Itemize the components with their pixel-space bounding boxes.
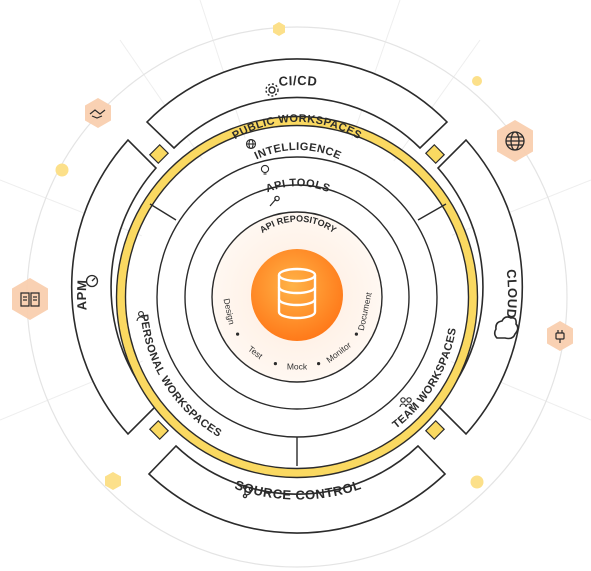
decorative-dots [55, 22, 484, 490]
lightbulb-icon [260, 164, 270, 175]
yellow-ring-inner-edge [124, 124, 470, 470]
api-tools-label: API TOOLS [264, 177, 332, 195]
book-badge[interactable] [12, 278, 48, 320]
wrench-icon [269, 195, 280, 207]
handshake-icon [89, 109, 106, 119]
tool-item-mock: Mock [287, 361, 308, 371]
apm-segment [70, 138, 158, 436]
database-icon [277, 267, 317, 320]
gauge-icon [85, 274, 99, 288]
outer-ring [70, 58, 524, 534]
intelligence-ring-inner-edge [184, 184, 410, 410]
globe-small-icon [245, 138, 257, 150]
people-icon [399, 397, 413, 408]
cicd-label: CI/CD [278, 73, 318, 89]
tool-separator-dot [317, 362, 321, 366]
cloud-icon [493, 316, 519, 340]
book-icon [20, 292, 40, 307]
ring-connectors [148, 143, 446, 441]
tool-separator-dot [273, 362, 277, 366]
branch-icon [242, 484, 254, 499]
cloud-segment [436, 138, 524, 436]
database-core [251, 249, 343, 341]
gear-icon [265, 83, 279, 97]
integration-badges [12, 98, 573, 351]
globe-icon [505, 131, 525, 151]
yellow-ring-outer-edge [115, 115, 479, 479]
handshake-badge[interactable] [85, 98, 111, 128]
cloud-label: CLOUD [504, 269, 520, 320]
plug-icon [555, 330, 565, 343]
tool-separator-dot [354, 332, 358, 336]
tool-separator-dot [236, 332, 240, 336]
person-icon [136, 311, 146, 322]
apm-label: APM [74, 279, 90, 311]
source-control-segment [147, 444, 447, 534]
cicd-segment [145, 58, 449, 150]
plug-badge[interactable] [547, 321, 573, 351]
globe-badge[interactable] [497, 120, 533, 162]
yellow-ring [116, 116, 478, 478]
workspaces-dividers [149, 203, 447, 466]
